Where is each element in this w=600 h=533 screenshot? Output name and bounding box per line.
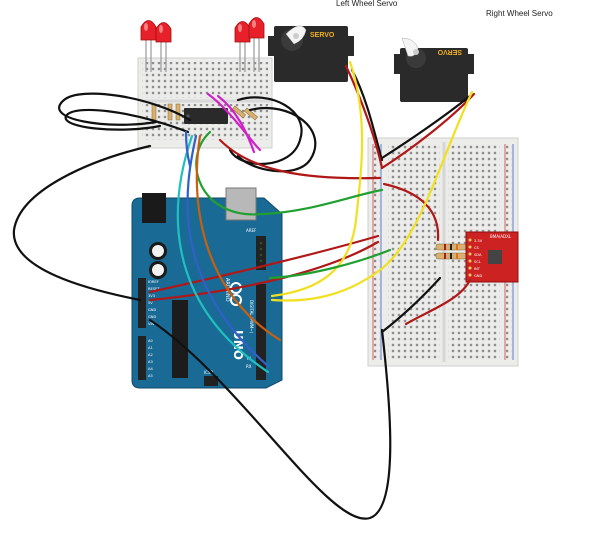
wire-red	[218, 138, 382, 180]
sensor-pin-label: SCL	[474, 260, 481, 264]
left-wheel-servo: SERVO	[268, 25, 354, 82]
power-pin-label: 3V3	[148, 294, 155, 298]
wire-black	[148, 318, 392, 520]
wire-yellow	[270, 90, 474, 302]
power-pin-labels: IOREF RESET 3V3 5V GND GND VIN	[148, 280, 160, 326]
sensor-name: BMA/ADXL	[490, 234, 512, 239]
wire-black	[12, 144, 152, 302]
power-jack	[142, 193, 166, 223]
accelerometer-breakout: BMA/ADXL 3.3V CS SDA SCL INT GND	[465, 231, 519, 283]
led-1	[140, 20, 157, 72]
analog-pin-label: A4	[148, 367, 153, 371]
right-wheel-servo: SERVO	[394, 37, 474, 102]
sensor-pin-label: 3.3V	[474, 239, 483, 243]
wire-black	[228, 96, 303, 166]
power-header	[138, 278, 146, 328]
wire-magenta	[206, 92, 262, 152]
wire-red	[404, 278, 472, 326]
digital-header-bottom	[256, 284, 266, 380]
sensor-pin-label: CS	[474, 246, 480, 250]
power-pin-label: 5V	[148, 301, 153, 305]
wires	[12, 60, 476, 520]
wire-magenta	[216, 94, 256, 154]
wire-cyan	[176, 134, 270, 374]
right-servo-label: Right Wheel Servo	[486, 9, 553, 18]
power-pin-label: VIN	[148, 322, 155, 326]
ic-chip	[184, 108, 228, 124]
rx-label: RX	[246, 364, 252, 369]
left-servo-label: Left Wheel Servo	[336, 0, 398, 8]
servo-brand: SERVO	[437, 48, 462, 55]
analog-pin-label: A1	[148, 346, 153, 350]
aref-label: AREF	[246, 228, 257, 233]
wire-black	[350, 68, 384, 162]
power-pin-label: RESET	[148, 287, 160, 291]
led-4	[248, 17, 265, 72]
wire-black	[380, 276, 442, 334]
red-leds	[140, 17, 265, 72]
analog-pin-labels: A0 A1 A2 A3 A4 A5	[148, 339, 153, 378]
wire-red	[380, 92, 476, 170]
analog-pin-label: A5	[148, 374, 153, 378]
main-breadboard	[367, 137, 519, 367]
sensor-pin-label: INT	[474, 267, 481, 271]
wire-red	[344, 64, 384, 170]
main-resistors	[435, 243, 467, 260]
sensor-pin-label: SDA	[474, 253, 482, 257]
icsp-header	[204, 376, 218, 386]
wire-green	[268, 248, 392, 280]
atmega-chip	[172, 300, 188, 378]
analog-pin-label: A3	[148, 360, 153, 364]
servo-brand: SERVO	[310, 32, 335, 39]
power-pin-label: GND	[148, 308, 156, 312]
icsp-label: ICSP	[204, 370, 214, 375]
power-pin-label: IOREF	[148, 280, 159, 284]
wire-yellow	[270, 60, 364, 298]
analog-pin-label: A0	[148, 339, 153, 343]
small-breadboard	[137, 57, 273, 149]
power-pin-label: GND	[148, 315, 156, 319]
small-board-resistors	[151, 103, 259, 121]
analog-header	[138, 336, 146, 380]
wire-black	[58, 92, 192, 126]
led-3	[234, 21, 251, 72]
led-2	[155, 22, 172, 72]
wire-blue	[186, 134, 270, 368]
wire-black	[236, 107, 317, 173]
sensor-pin-label: GND	[474, 274, 482, 278]
wire-red	[148, 234, 380, 294]
sensor-pin-labels: 3.3V CS SDA SCL INT GND	[474, 239, 483, 278]
wire-orange	[195, 134, 282, 342]
wire-black	[64, 108, 190, 134]
analog-pin-label: A2	[148, 353, 153, 357]
wire-black	[380, 94, 472, 160]
wire-blue	[184, 130, 192, 168]
